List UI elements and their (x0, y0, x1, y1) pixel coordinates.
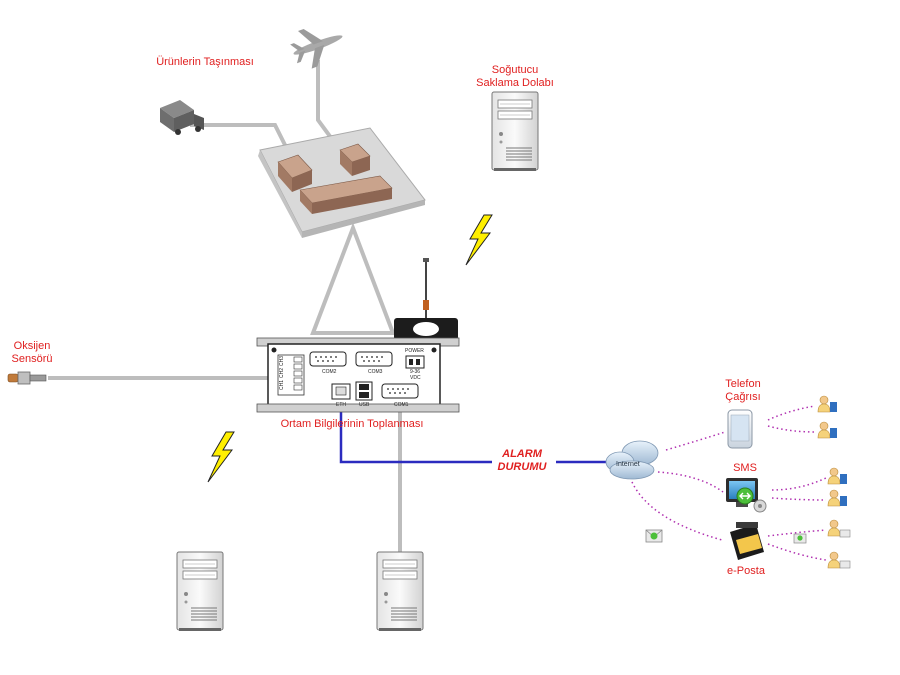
sms-label: SMS (733, 462, 757, 474)
email-printer-icon (730, 522, 764, 560)
person-badge-icon (840, 474, 847, 484)
person-mail-icon (839, 529, 851, 538)
warehouse-model (258, 127, 426, 238)
person-icon (827, 467, 841, 485)
notification-links (631, 405, 827, 561)
person-icon (827, 551, 841, 569)
phone-label-line1: Telefon (725, 378, 761, 390)
sms-monitor-icon (726, 478, 767, 513)
phone-label-line2: Çağrısı (725, 391, 761, 403)
person-mail-icon (839, 560, 851, 569)
airplane-icon (290, 28, 343, 69)
person-icon (817, 421, 831, 439)
com1-label: COM1 (394, 402, 409, 408)
internet-cloud-icon: Internet (605, 440, 659, 480)
com2-label: COM2 (322, 369, 337, 375)
collection-device: CH3 CH2 CH1 COM2 COM3 POWER 9-36 VDC ETH… (256, 337, 460, 413)
ch2-label: CH2 (279, 368, 285, 378)
transport-label: Ürünlerin Taşınması (156, 56, 254, 68)
cloud-text: Internet (616, 461, 640, 468)
left-server-icon (176, 551, 224, 632)
person-badge-icon (830, 428, 837, 438)
envelope-icon-small (793, 533, 807, 544)
envelope-icon (645, 529, 663, 543)
oxygen-label-line1: Oksijen (13, 340, 51, 352)
truck-icon (160, 100, 204, 135)
cooler-label-line2: Saklama Dolabı (476, 77, 554, 89)
phone-call-label: Telefon Çağrısı (705, 378, 781, 404)
wireless-lightning-icon (465, 214, 493, 266)
alarm-status-label: ALARM DURUMU (490, 448, 554, 474)
vdc-label: VDC (410, 375, 421, 381)
cooler-label-line1: Soğutucu (491, 64, 539, 76)
ch1-label: CH1 (279, 380, 285, 390)
person-icon (827, 489, 841, 507)
wireless-lightning-icon-lower (207, 431, 235, 483)
cooler-server-icon (491, 91, 539, 172)
cooler-label: Soğutucu Saklama Dolabı (455, 64, 575, 90)
alarm-label-line1: ALARM (502, 448, 542, 460)
eth-label: ETH (336, 402, 346, 408)
person-badge-icon (840, 496, 847, 506)
ch3-label: CH3 (279, 356, 285, 366)
antenna-module (394, 258, 458, 340)
person-badge-icon (830, 402, 837, 412)
voltage-label: 9-36 (410, 369, 420, 375)
person-icon (827, 519, 841, 537)
oxygen-label-line2: Sensörü (11, 353, 53, 365)
email-label: e-Posta (727, 565, 765, 577)
collection-label: Ortam Bilgilerinin Toplanması (280, 418, 424, 430)
phone-icon (727, 409, 753, 449)
com3-label: COM3 (368, 369, 383, 375)
center-server-icon (376, 551, 424, 632)
oxygen-sensor-label: Oksijen Sensörü (0, 340, 64, 366)
usb-label: USB (359, 402, 370, 408)
oxygen-sensor-icon (7, 371, 47, 385)
alarm-label-line2: DURUMU (497, 461, 547, 473)
person-icon (817, 395, 831, 413)
alarm-link-line (339, 398, 492, 464)
power-label: POWER (405, 348, 424, 354)
